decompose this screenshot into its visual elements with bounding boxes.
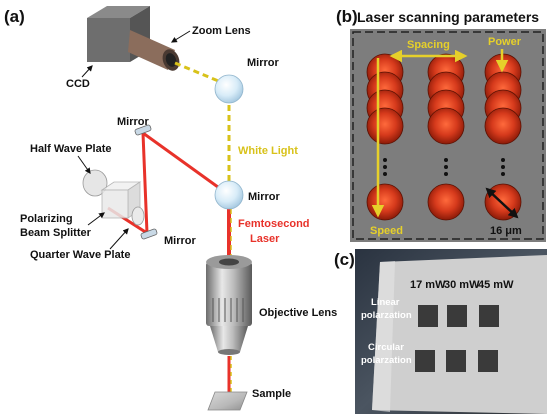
laser-folded-path xyxy=(107,129,230,236)
label-sample: Sample xyxy=(252,388,291,400)
label-power: Power xyxy=(488,36,522,48)
label-power-45: 45 mW xyxy=(478,279,514,291)
label-spacing: Spacing xyxy=(407,39,450,51)
square-linear-45 xyxy=(479,305,499,327)
label-polarizing-1: Polarizing xyxy=(20,213,73,225)
label-quarter-wave-plate: Quarter Wave Plate xyxy=(30,249,130,261)
objective-lens-icon xyxy=(206,255,252,355)
square-linear-17 xyxy=(418,305,438,327)
scan-panel-border xyxy=(352,31,544,240)
laser-spot xyxy=(427,107,465,145)
laser-spot xyxy=(427,183,465,221)
square-circular-17 xyxy=(415,350,435,372)
panel-c-tag: (c) xyxy=(334,250,355,269)
mirror-mid-icon xyxy=(214,180,244,210)
label-mirror-bottom: Mirror xyxy=(164,235,197,247)
label-femtosecond-1: Femtosecond xyxy=(238,218,310,230)
square-circular-45 xyxy=(478,350,498,372)
label-speed: Speed xyxy=(370,225,403,237)
laser-spot xyxy=(366,107,404,145)
label-mirror-mid: Mirror xyxy=(248,191,281,203)
label-white-light: White Light xyxy=(238,145,298,157)
photo-plate xyxy=(372,255,547,414)
mirror-top-icon xyxy=(214,74,244,104)
half-wave-plate-icon xyxy=(82,169,108,197)
panel-a-tag: (a) xyxy=(4,7,25,26)
label-mirror-top: Mirror xyxy=(247,57,280,69)
zoom-lens xyxy=(128,30,180,71)
label-zoom-lens: Zoom Lens xyxy=(192,25,251,37)
label-circular-1: Circular xyxy=(368,342,404,353)
scan-spots xyxy=(366,53,522,221)
laser-spot xyxy=(484,107,522,145)
panel-b-title: Laser scanning parameters xyxy=(357,9,539,25)
beam-splitter-icon xyxy=(100,181,142,219)
panel-b-tag: (b) xyxy=(336,7,358,26)
label-power-17: 17 mW xyxy=(410,279,446,291)
mirror-left-icon xyxy=(134,124,152,136)
quarter-wave-plate-icon xyxy=(131,206,145,226)
label-scale: 16 μm xyxy=(490,225,522,237)
panel-c: (c) 17 mW 30 mW 45 mW Linear polarzation… xyxy=(334,249,547,414)
square-linear-30 xyxy=(447,305,467,327)
label-objective-lens: Objective Lens xyxy=(259,307,337,319)
sample-icon xyxy=(207,391,248,411)
panel-a: (a) xyxy=(4,6,337,411)
square-circular-30 xyxy=(446,350,466,372)
scale-arrow xyxy=(485,187,519,219)
panel-b: (b) Laser scanning parameters Spacing Po… xyxy=(336,7,546,242)
label-ccd: CCD xyxy=(66,78,90,90)
label-linear-2: polarzation xyxy=(361,310,412,321)
ellipsis-dots xyxy=(383,158,505,176)
label-power-30: 30 mW xyxy=(444,279,480,291)
label-mirror-left: Mirror xyxy=(117,116,150,128)
label-linear-1: Linear xyxy=(371,297,400,308)
patterned-squares xyxy=(415,305,499,372)
label-half-wave-plate: Half Wave Plate xyxy=(30,143,112,155)
label-circular-2: polarzation xyxy=(361,355,412,366)
label-polarizing-2: Beam Splitter xyxy=(20,227,92,239)
label-femtosecond-2: Laser xyxy=(250,233,280,245)
mirror-bottom-icon xyxy=(140,228,158,240)
laser-spot xyxy=(366,183,404,221)
